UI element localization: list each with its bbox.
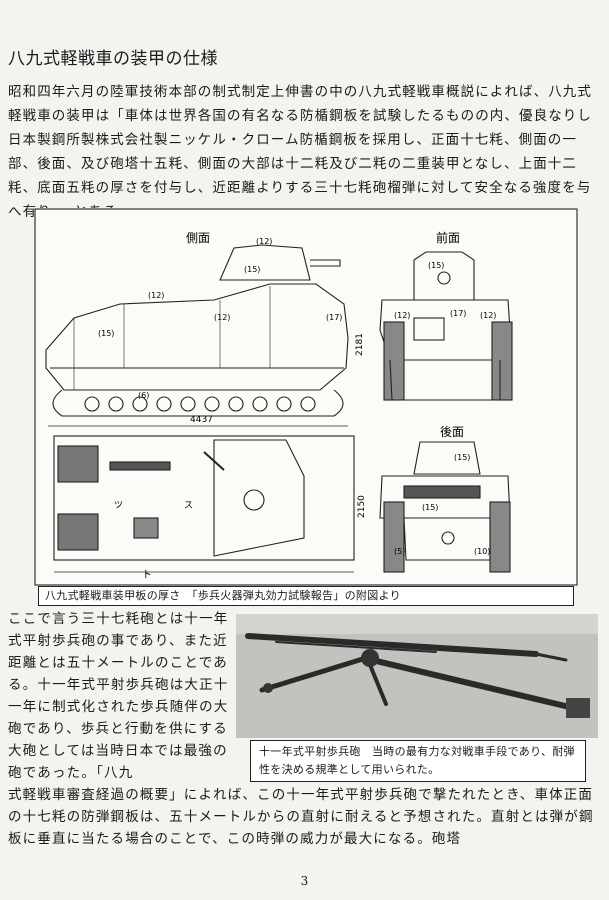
hull-mark-a: ツ bbox=[114, 501, 123, 511]
top-grille-lower bbox=[57, 513, 99, 551]
rear-turret-thickness: (15) bbox=[454, 453, 470, 462]
suspension-thickness: (6) bbox=[138, 391, 149, 400]
front-left-thickness: (12) bbox=[394, 311, 410, 320]
side-hull bbox=[45, 283, 349, 391]
front-track-right bbox=[491, 321, 513, 401]
infantry-gun-photo bbox=[236, 614, 598, 738]
width-dimension: 2150 bbox=[357, 495, 367, 518]
trail-leg bbox=[369, 657, 585, 713]
hull-mid-thickness: (12) bbox=[214, 313, 230, 322]
front-view bbox=[379, 251, 513, 401]
front-right-thickness: (12) bbox=[480, 311, 496, 320]
hull-mark-b: ス bbox=[184, 501, 193, 511]
top-turret-ring bbox=[213, 439, 305, 557]
front-view-label: 前面 bbox=[436, 230, 460, 245]
armor-thickness-drawing: 側面 4437 2181 (12) (15) (12) (15) (12) (6… bbox=[34, 208, 609, 586]
rear-louver bbox=[403, 485, 481, 499]
rear-floor-thickness: (5) bbox=[394, 547, 405, 556]
front-hatch bbox=[413, 317, 445, 341]
side-track bbox=[52, 389, 344, 417]
top-grille-upper bbox=[57, 445, 99, 483]
body-bottom-paragraph: 式軽戦車審査経過の概要」によれば、この十一年式平射歩兵砲で撃たれたとき、車体正面… bbox=[8, 787, 594, 847]
front-leg bbox=[259, 655, 369, 693]
height-dimension: 2181 bbox=[355, 333, 365, 356]
gun-mount bbox=[361, 649, 379, 667]
rear-bottom-thickness: (10) bbox=[474, 547, 490, 556]
page-title: 八九式軽戦車の装甲の仕様 bbox=[8, 49, 218, 69]
page-number: 3 bbox=[300, 874, 309, 888]
top-gun bbox=[203, 451, 225, 471]
length-dimension: 4437 bbox=[190, 415, 213, 425]
top-louver bbox=[109, 461, 171, 471]
top-hatch bbox=[133, 517, 159, 539]
hull-upper-thickness: (12) bbox=[148, 291, 164, 300]
rear-track-right bbox=[489, 501, 511, 573]
top-view bbox=[53, 435, 355, 573]
photo-caption: 十一年式平射歩兵砲 当時の最有力な対戦車手段であり、耐弾性を決める規準として用い… bbox=[250, 740, 586, 782]
side-view bbox=[45, 244, 349, 427]
side-gun bbox=[310, 259, 341, 267]
rear-plate-thickness: (15) bbox=[422, 503, 438, 512]
top-hull bbox=[53, 435, 355, 561]
gun-barrel bbox=[245, 633, 539, 657]
rear-view bbox=[379, 441, 511, 573]
drawing-frame bbox=[34, 208, 578, 586]
front-turret bbox=[413, 251, 475, 301]
photo-svg bbox=[236, 614, 598, 738]
turret-top-thickness: (12) bbox=[256, 237, 272, 246]
top-view-label: ト bbox=[142, 570, 152, 581]
front-track-left bbox=[383, 321, 405, 401]
vertical-title: 八九式軽戦車装甲板・厚サ bbox=[548, 237, 578, 393]
vertical-title-text: 八九式軽戦車装甲板・厚サ bbox=[548, 237, 578, 393]
hull-front-thickness: (17) bbox=[326, 313, 342, 322]
drawing-svg: 側面 4437 2181 (12) (15) (12) (15) (12) (6… bbox=[34, 208, 609, 586]
rear-view-label: 後面 bbox=[440, 425, 464, 439]
trail-spade bbox=[566, 698, 590, 718]
side-turret bbox=[219, 244, 311, 281]
hull-side-thickness: (15) bbox=[98, 329, 114, 338]
vertical-note: 本插数内載字ハ装甲板厚 bbox=[530, 449, 578, 561]
mid-leg bbox=[366, 658, 388, 706]
body-left-paragraph: ここで言う三十七粍砲とは十一年式平射歩兵砲の事であり、また近距離とは五十メートル… bbox=[8, 611, 229, 781]
side-view-label: 側面 bbox=[186, 231, 210, 245]
rear-track-left bbox=[383, 501, 405, 573]
turret-side-thickness: (15) bbox=[244, 265, 260, 274]
front-plate-thickness: (17) bbox=[450, 309, 466, 318]
intro-paragraph: 昭和四年六月の陸軍技術本部の制式制定上伸書の中の八九式軽戦車概説によれば、八九式… bbox=[8, 84, 592, 220]
rear-turret bbox=[413, 441, 481, 475]
front-turret-thickness: (15) bbox=[428, 261, 444, 270]
figure-caption: 八九式軽戦車装甲板の厚さ 「歩兵火器弾丸効力試験報告」の附図より bbox=[38, 586, 574, 606]
